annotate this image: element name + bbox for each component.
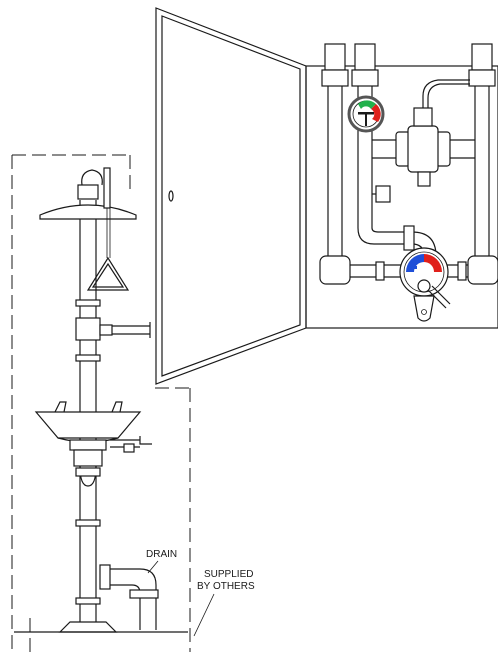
supplied-by-others-label-group: SUPPLIED BY OTHERS <box>193 569 255 637</box>
shower-head <box>39 167 137 220</box>
temperature-gauge-icon <box>347 95 385 133</box>
supplied-label-line2: BY OTHERS <box>197 581 255 592</box>
drain-label: DRAIN <box>146 549 177 560</box>
eyewash-bowl <box>34 401 142 467</box>
pull-handle <box>86 208 130 291</box>
supply-boundary-dashed <box>11 154 191 652</box>
thermostatic-mixing-valve-icon <box>319 43 498 322</box>
supplied-label-line1: SUPPLIED <box>204 569 253 580</box>
drain-label-group: DRAIN <box>146 549 177 574</box>
cabinet-door-icon <box>155 7 498 385</box>
eyewash-station-icon <box>14 167 188 633</box>
mixing-dial <box>399 247 451 322</box>
